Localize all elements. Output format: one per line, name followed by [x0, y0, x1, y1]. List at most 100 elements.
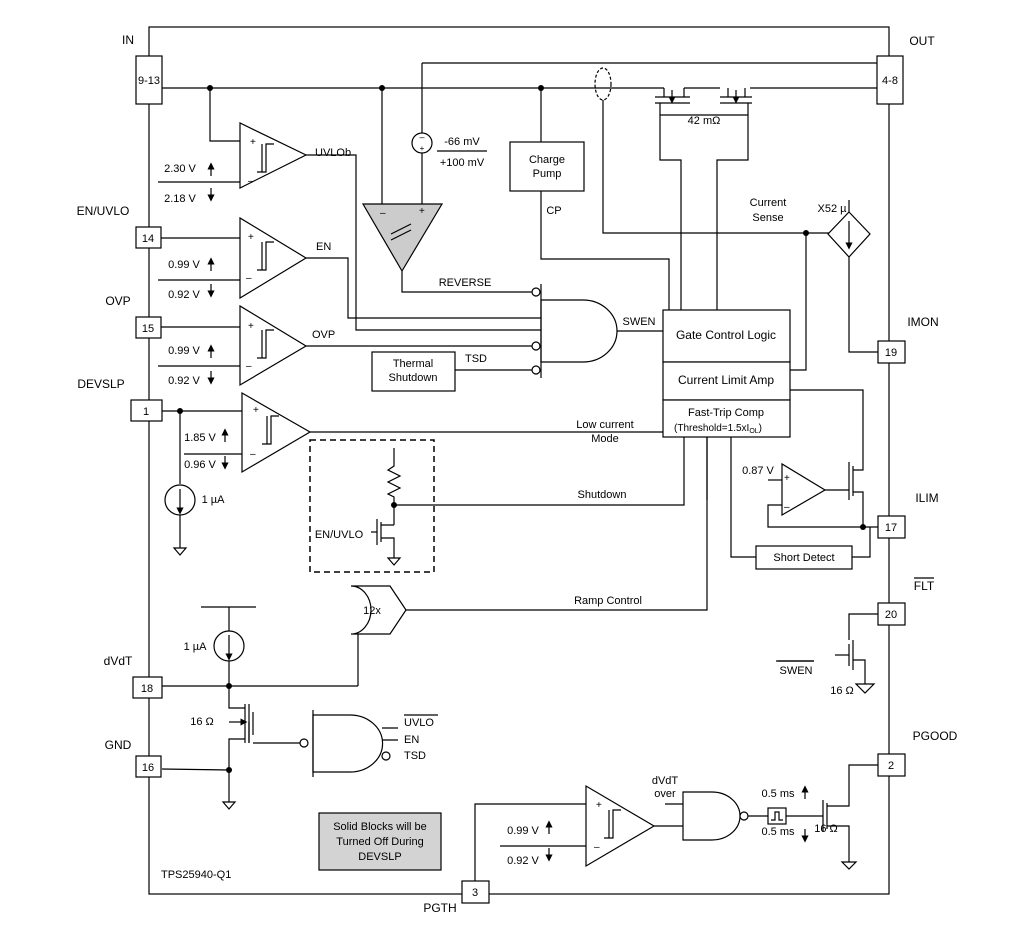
svg-text:Charge: Charge: [529, 154, 565, 166]
pin-gnd: 16 GND: [105, 738, 162, 778]
pin-en-uvlo: 14 EN/UVLO: [77, 204, 162, 249]
swen-label: SWEN: [623, 316, 656, 328]
svg-text:+: +: [420, 144, 425, 153]
ilim-section: + – 0.87 V Short Detect: [706, 389, 878, 570]
current-limit-amp: Current Limit Amp: [678, 373, 774, 387]
low-current-label: Low current: [576, 419, 633, 431]
svg-text:–: –: [594, 842, 600, 853]
pgood-fet-resistance: 16 Ω: [814, 823, 838, 835]
svg-text:Sense: Sense: [752, 212, 783, 224]
pin-flt-name: FLT: [914, 579, 935, 593]
svg-text:–: –: [246, 361, 252, 372]
pin-dvdt: 18 dVdT: [104, 654, 163, 699]
en-rising-threshold: 0.99 V: [168, 259, 200, 271]
pin-pgth-number: 3: [472, 887, 478, 899]
uvlo-comparator: + – 2.30 V 2.18 V UVLOb: [158, 88, 533, 331]
pin-out-number: 4-8: [882, 75, 898, 87]
ramp-gain: 12x: [363, 605, 381, 617]
pin-in-number: 9-13: [138, 75, 160, 87]
swen-and-gate: SWEN: [531, 284, 663, 378]
thermal-shutdown: Thermal Shutdown TSD: [371, 351, 533, 392]
dvdt-over-label: dVdT: [652, 775, 679, 787]
pin-in-name: IN: [122, 33, 134, 47]
svg-text:over: over: [654, 788, 676, 800]
fast-trip-threshold: (Threshold=1.5xIOL): [674, 423, 762, 435]
pin-pgth-name: PGTH: [423, 901, 456, 915]
ovp-rising-threshold: 0.99 V: [168, 345, 200, 357]
ilim-reference: 0.87 V: [742, 465, 774, 477]
pin-ovp-number: 15: [142, 323, 154, 335]
tsd-label: TSD: [465, 353, 487, 365]
pin-imon-name: IMON: [907, 315, 938, 329]
shutdown-block: Shutdown EN/UVLO: [309, 437, 685, 573]
pin-dvdt-name: dVdT: [104, 654, 133, 668]
pin-pgood-number: 2: [888, 760, 894, 772]
en-signal-label: EN: [316, 241, 331, 253]
devslp-note: Solid Blocks will be Turned Off During D…: [318, 812, 442, 871]
pin-pgood-name: PGOOD: [913, 729, 958, 743]
pgood-falling-threshold: 0.92 V: [507, 855, 539, 867]
fast-trip-comp: Fast-Trip Comp: [688, 407, 764, 419]
pgood-fall-delay: 0.5 ms: [761, 826, 795, 838]
pin-pgood: 2 PGOOD: [877, 729, 958, 777]
pin-ilim-name: ILIM: [915, 491, 938, 505]
pin-en-uvlo-name: EN/UVLO: [77, 204, 130, 218]
svg-text:–: –: [380, 208, 386, 219]
pin-ilim: 17 ILIM: [877, 491, 939, 539]
svg-text:Turned Off During: Turned Off During: [336, 836, 423, 848]
sense-gain-label: X52 µ: [818, 203, 848, 215]
devslp-current-source: 1 µA: [202, 494, 226, 506]
devslp-comparator: + – 1.85 V 0.96 V Low current Mode 1 µA: [162, 391, 663, 556]
cp-label: CP: [546, 205, 561, 217]
pin-ovp: 15 OVP: [105, 294, 162, 339]
fet-resistance-label: 42 mΩ: [688, 115, 721, 127]
pin-dvdt-number: 18: [141, 683, 153, 695]
ramp-section: 12x Ramp Control 1 µA 16 Ω UVLO EN TSD: [161, 437, 708, 810]
svg-text:–: –: [248, 176, 254, 187]
pin-devslp: 1 DEVSLP: [77, 377, 163, 422]
en-uvlo-fet-label: EN/UVLO: [315, 529, 364, 541]
power-fets: 42 mΩ: [655, 87, 752, 310]
dvdt-fet-resistance: 16 Ω: [190, 716, 214, 728]
pin-ovp-name: OVP: [105, 294, 130, 308]
flt-swen-label: SWEN: [780, 665, 813, 677]
short-detect: Short Detect: [773, 552, 834, 564]
en-falling-threshold: 0.92 V: [168, 289, 200, 301]
current-sense: Current Sense X52 µ: [750, 197, 878, 371]
svg-text:–: –: [784, 502, 790, 513]
svg-text:+: +: [248, 321, 254, 332]
pgood-rising-threshold: 0.99 V: [507, 825, 539, 837]
pin-gnd-number: 16: [142, 762, 154, 774]
power-path: [162, 62, 877, 236]
pin-flt: 20 FLT: [877, 577, 935, 626]
svg-text:Shutdown: Shutdown: [389, 372, 438, 384]
svg-text:–: –: [419, 132, 424, 142]
dvdt-current-source: 1 µA: [184, 641, 208, 653]
uvlo-rising-threshold: 2.30 V: [164, 163, 196, 175]
svg-text:Current: Current: [750, 197, 787, 209]
svg-text:Thermal: Thermal: [393, 358, 433, 370]
ramp-control-label: Ramp Control: [574, 595, 642, 607]
svg-text:–: –: [246, 273, 252, 284]
pin-imon: 19 IMON: [877, 315, 939, 364]
ovp-falling-threshold: 0.92 V: [168, 375, 200, 387]
pin-imon-number: 19: [885, 347, 897, 359]
ovp-comparator: + – 0.99 V 0.92 V OVP: [158, 304, 533, 387]
devslp-falling-threshold: 0.96 V: [184, 459, 216, 471]
uvlo-falling-threshold: 2.18 V: [164, 193, 196, 205]
svg-text:+: +: [250, 137, 256, 148]
control-blocks: Gate Control Logic Current Limit Amp Fas…: [662, 309, 791, 438]
uvlob-label: UVLOb: [315, 147, 351, 159]
pin-devslp-name: DEVSLP: [77, 377, 124, 391]
charge-pump: Charge Pump CP: [509, 88, 670, 310]
pin-out: 4-8 OUT: [876, 34, 935, 105]
svg-text:Mode: Mode: [591, 433, 619, 445]
en-comparator: + – 0.99 V 0.92 V EN: [158, 216, 533, 319]
svg-text:–: –: [250, 449, 256, 460]
gate-control-logic: Gate Control Logic: [676, 328, 776, 342]
pin-ilim-number: 17: [885, 522, 897, 534]
pin-pgth: 3 PGTH: [423, 880, 490, 915]
reverse-label: REVERSE: [439, 277, 492, 289]
svg-text:Pump: Pump: [533, 168, 562, 180]
